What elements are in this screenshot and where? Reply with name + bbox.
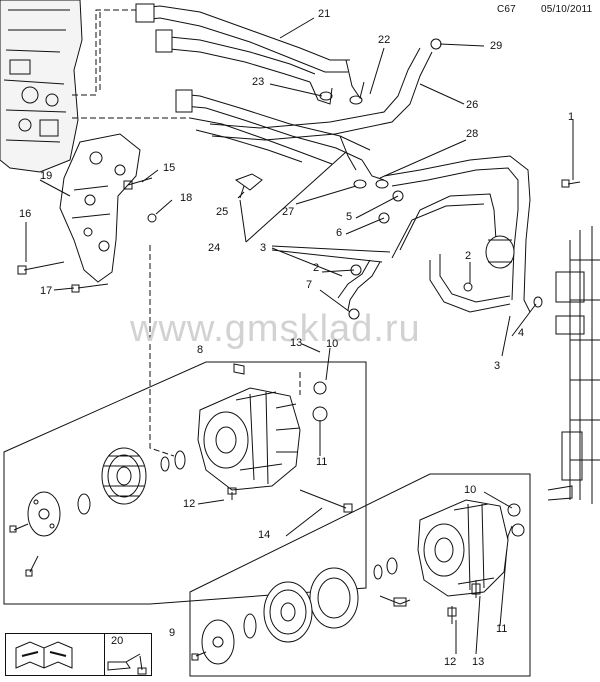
compressor-box-lower <box>189 473 531 677</box>
engine-block <box>0 0 83 173</box>
callout-11-upper: 11 <box>316 456 328 468</box>
callout-26: 26 <box>466 99 479 111</box>
callout-19: 19 <box>40 170 53 182</box>
o-rings <box>319 91 543 320</box>
callout-28: 28 <box>466 128 479 140</box>
callout-16: 16 <box>19 208 32 220</box>
callout-14: 14 <box>258 529 271 541</box>
oil-can-icon <box>107 653 147 675</box>
mounting-bracket <box>59 133 141 283</box>
callout-3-lower: 3 <box>494 360 501 372</box>
leader-lines <box>72 9 301 457</box>
bolts <box>17 177 581 513</box>
callout-6: 6 <box>336 227 343 239</box>
callout-25: 25 <box>216 206 229 218</box>
callout-27: 27 <box>282 206 295 218</box>
callout-13-upper: 13 <box>290 337 303 349</box>
legend-box: 20 <box>5 633 152 676</box>
diagram-code: C67 <box>497 4 516 15</box>
callout-22: 22 <box>378 34 391 46</box>
condenser <box>547 226 600 504</box>
compressor-upper <box>9 363 328 577</box>
hose-26 <box>209 38 442 141</box>
callout-4: 4 <box>518 327 525 339</box>
callout-8: 8 <box>197 344 204 356</box>
callout-2-left: 2 <box>313 262 320 274</box>
hose-assembly-upper <box>135 3 365 105</box>
callout-7: 7 <box>306 279 313 291</box>
callout-29: 29 <box>490 40 503 52</box>
callout-10-upper: 10 <box>326 338 339 350</box>
callout-15: 15 <box>163 162 176 174</box>
callout-10-lower: 10 <box>464 484 477 496</box>
legend-part-number: 20 <box>111 635 124 647</box>
diagram-date: 05/10/2011 <box>541 4 593 15</box>
callout-18: 18 <box>180 192 193 204</box>
callout-17: 17 <box>40 285 53 297</box>
callout-2-right: 2 <box>465 250 472 262</box>
callout-5: 5 <box>346 211 353 223</box>
callout-24: 24 <box>208 242 221 254</box>
callout-11-lower: 11 <box>496 623 508 635</box>
hose-condenser <box>337 155 531 313</box>
wrench-book-icon <box>15 641 73 669</box>
callout-12-lower: 12 <box>444 656 457 668</box>
callout-23: 23 <box>252 76 265 88</box>
callout-21: 21 <box>318 8 331 20</box>
callout-1: 1 <box>568 111 575 123</box>
hose-24 <box>175 89 385 181</box>
compressor-box-upper <box>3 361 367 605</box>
callout-9: 9 <box>169 627 176 639</box>
callout-leaders <box>25 17 574 655</box>
legend-divider <box>104 634 105 675</box>
callout-12-upper: 12 <box>183 498 196 510</box>
pressure-sensor <box>234 173 263 199</box>
callout-13-lower: 13 <box>472 656 485 668</box>
compressor-lower <box>191 499 525 665</box>
callout-3-upper: 3 <box>260 242 267 254</box>
